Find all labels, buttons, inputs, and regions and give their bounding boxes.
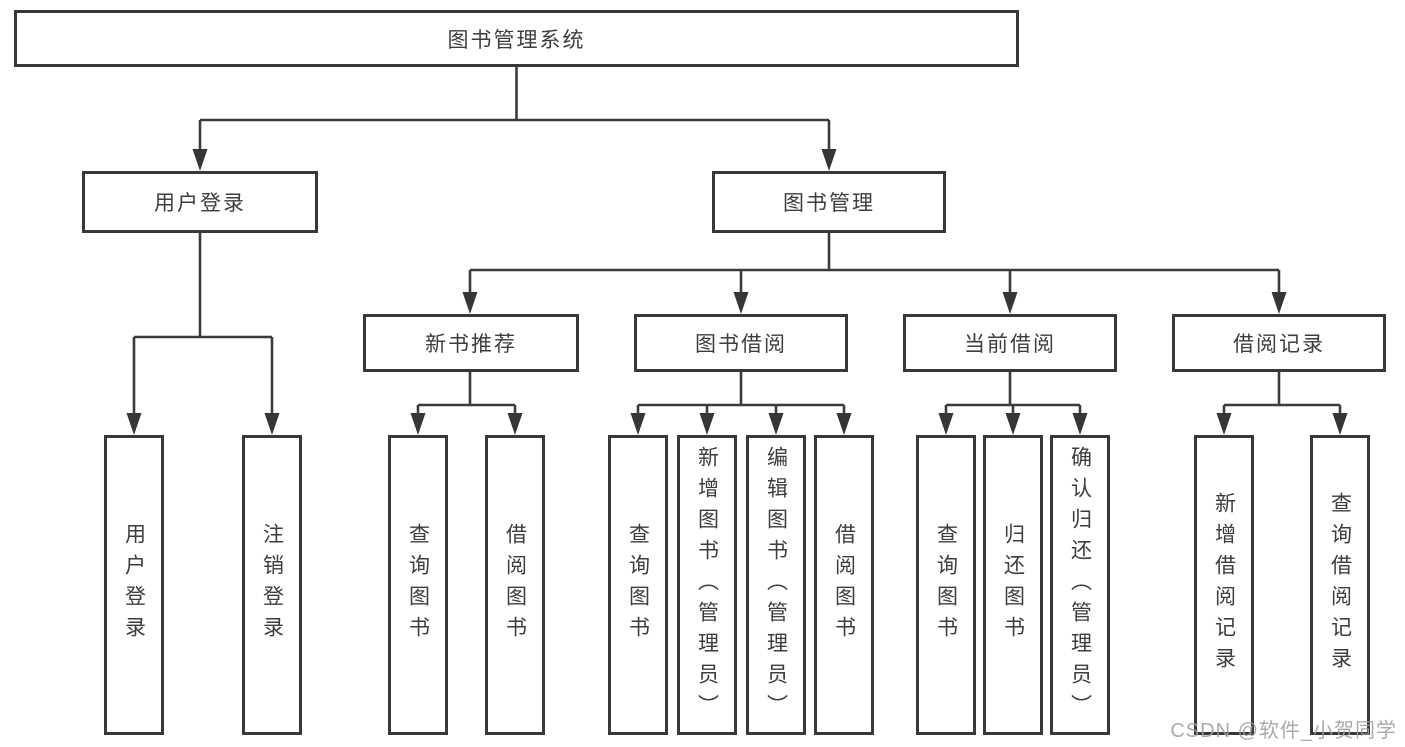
leaf-current-query-books-label: 查询图书: [934, 523, 958, 647]
node-book-borrow-label: 图书借阅: [695, 333, 787, 356]
leaf-add-borrow-record: 新增借阅记录: [1194, 435, 1254, 735]
leaf-query-borrow-record: 查询借阅记录: [1310, 435, 1370, 735]
leaf-newbook-borrow-books-label: 借阅图书: [503, 523, 527, 647]
leaf-logout-label: 注销登录: [260, 523, 284, 647]
node-current-borrow-label: 当前借阅: [964, 333, 1056, 356]
csdn-watermark: CSDN @软件_小贺同学: [1170, 720, 1397, 742]
leaf-newbook-borrow-books: 借阅图书: [485, 435, 545, 735]
leaf-confirm-return-admin-label: 确认归还（管理员）: [1068, 445, 1092, 725]
node-user-login-label: 用户登录: [154, 192, 246, 215]
node-book-management-label: 图书管理: [783, 192, 875, 215]
connector-root-to-level2: [192, 67, 837, 171]
connector-new-book-branch: [410, 372, 523, 435]
leaf-newbook-query-books-label: 查询图书: [406, 523, 430, 647]
node-user-login: 用户登录: [82, 171, 318, 233]
leaf-return-books: 归还图书: [983, 435, 1043, 735]
leaf-user-login: 用户登录: [104, 435, 164, 735]
leaf-add-books-admin-label: 新增图书（管理员）: [695, 445, 719, 725]
node-root-library-system: 图书管理系统: [14, 10, 1019, 67]
node-new-book-recommend-label: 新书推荐: [425, 333, 517, 356]
leaf-borrow-query-books: 查询图书: [608, 435, 668, 735]
leaf-current-query-books: 查询图书: [916, 435, 976, 735]
connector-current-borrow-branch: [938, 372, 1088, 435]
leaf-add-books-admin: 新增图书（管理员）: [677, 435, 737, 735]
leaf-query-borrow-record-label: 查询借阅记录: [1328, 492, 1352, 678]
node-new-book-recommend: 新书推荐: [363, 314, 579, 372]
leaf-edit-books-admin: 编辑图书（管理员）: [746, 435, 806, 735]
node-book-management: 图书管理: [712, 171, 946, 233]
leaf-borrow-books: 借阅图书: [814, 435, 874, 735]
connector-borrow-record-branch: [1216, 372, 1348, 435]
leaf-borrow-books-label: 借阅图书: [832, 523, 856, 647]
connector-book-management-branch: [462, 233, 1287, 314]
leaf-edit-books-admin-label: 编辑图书（管理员）: [764, 445, 788, 725]
connector-user-login-branch: [126, 233, 280, 435]
leaf-user-login-label: 用户登录: [122, 523, 146, 647]
node-borrow-records-label: 借阅记录: [1233, 333, 1325, 356]
leaf-borrow-query-books-label: 查询图书: [626, 523, 650, 647]
node-root-label: 图书管理系统: [447, 28, 586, 52]
leaf-confirm-return-admin: 确认归还（管理员）: [1050, 435, 1110, 735]
node-borrow-records: 借阅记录: [1172, 314, 1386, 372]
node-current-borrow: 当前借阅: [903, 314, 1117, 372]
node-book-borrow: 图书借阅: [634, 314, 848, 372]
leaf-logout: 注销登录: [242, 435, 302, 735]
leaf-add-borrow-record-label: 新增借阅记录: [1212, 492, 1236, 678]
leaf-newbook-query-books: 查询图书: [388, 435, 448, 735]
connector-book-borrow-branch: [630, 372, 852, 435]
leaf-return-books-label: 归还图书: [1001, 523, 1025, 647]
